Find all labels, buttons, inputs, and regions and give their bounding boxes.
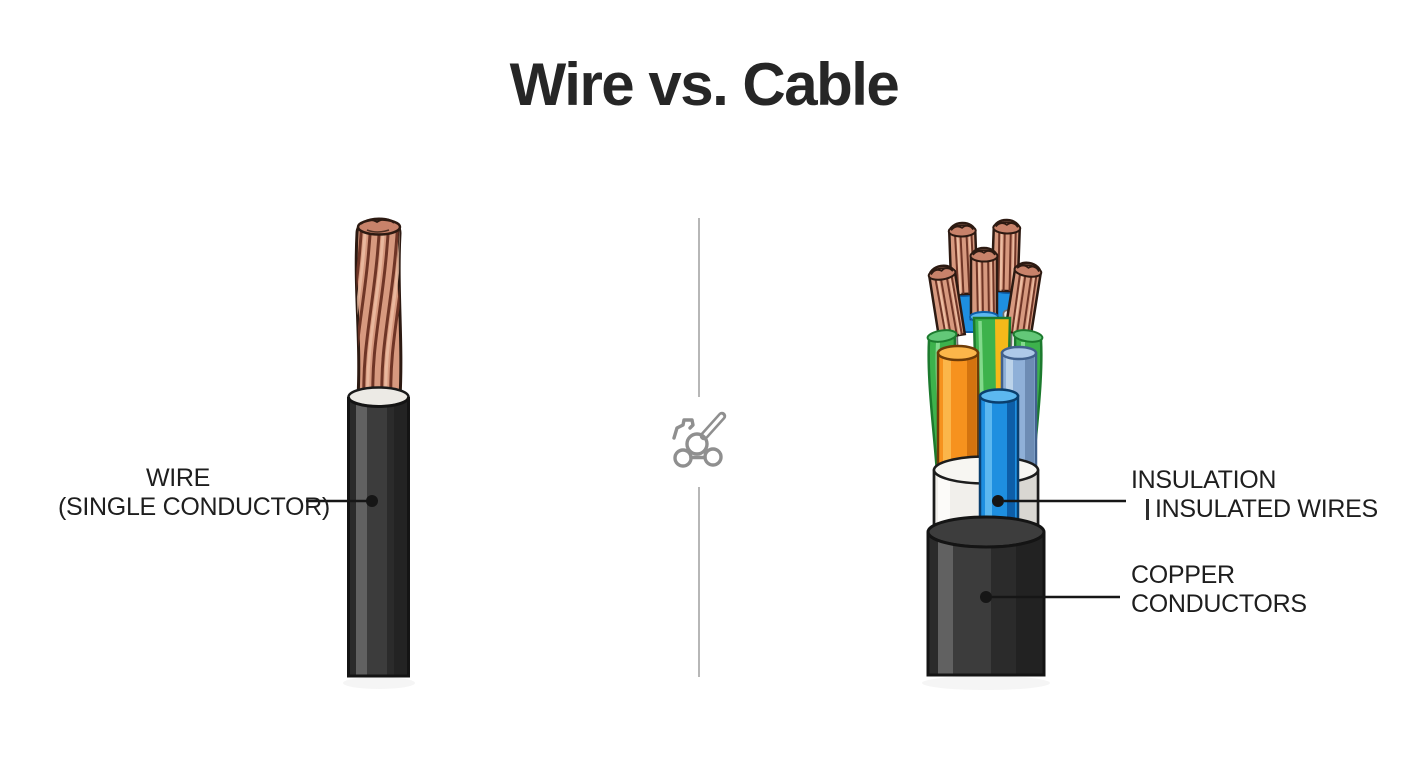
copper-leader-dot (980, 591, 992, 603)
insulation-leader-dot (992, 495, 1004, 507)
insulation-label-line2: INSULATED WIRES (1131, 495, 1378, 524)
cable-figure (926, 218, 1046, 677)
wire-copper-tip (356, 218, 402, 236)
divider (672, 218, 727, 677)
cable-shadow (922, 676, 1050, 690)
wire-figure (347, 217, 410, 678)
lawn-mower-icon (672, 411, 727, 468)
wire-label: WIRE (SINGLE CONDUCTOR) (58, 464, 330, 522)
wire-leader-dot (366, 495, 378, 507)
wire-jacket (347, 386, 410, 678)
leader-lines (306, 495, 1126, 603)
wire-label-line1: WIRE (145, 464, 211, 492)
wire-copper-conductor (354, 217, 403, 400)
cable-outer-jacket (926, 515, 1046, 677)
page-title: Wire vs. Cable (509, 51, 900, 118)
insulation-label: INSULATION INSULATED WIRES (1131, 466, 1378, 524)
wire-label-line2: (SINGLE CONDUCTOR) (58, 493, 330, 521)
copper-label-line1: COPPER (1131, 561, 1235, 589)
insulation-label-line1: INSULATION (1131, 466, 1277, 494)
cable-sleeve-orange (936, 344, 980, 479)
wire-shadow (343, 677, 415, 689)
cable-copper-tip-3 (969, 246, 999, 321)
copper-conductors-label: COPPER CONDUCTORS (1131, 561, 1307, 619)
copper-label-line2: CONDUCTORS (1131, 590, 1307, 618)
insulation-label-line2-text: INSULATED WIRES (1155, 495, 1378, 523)
stray-tick-mark (1146, 499, 1149, 520)
